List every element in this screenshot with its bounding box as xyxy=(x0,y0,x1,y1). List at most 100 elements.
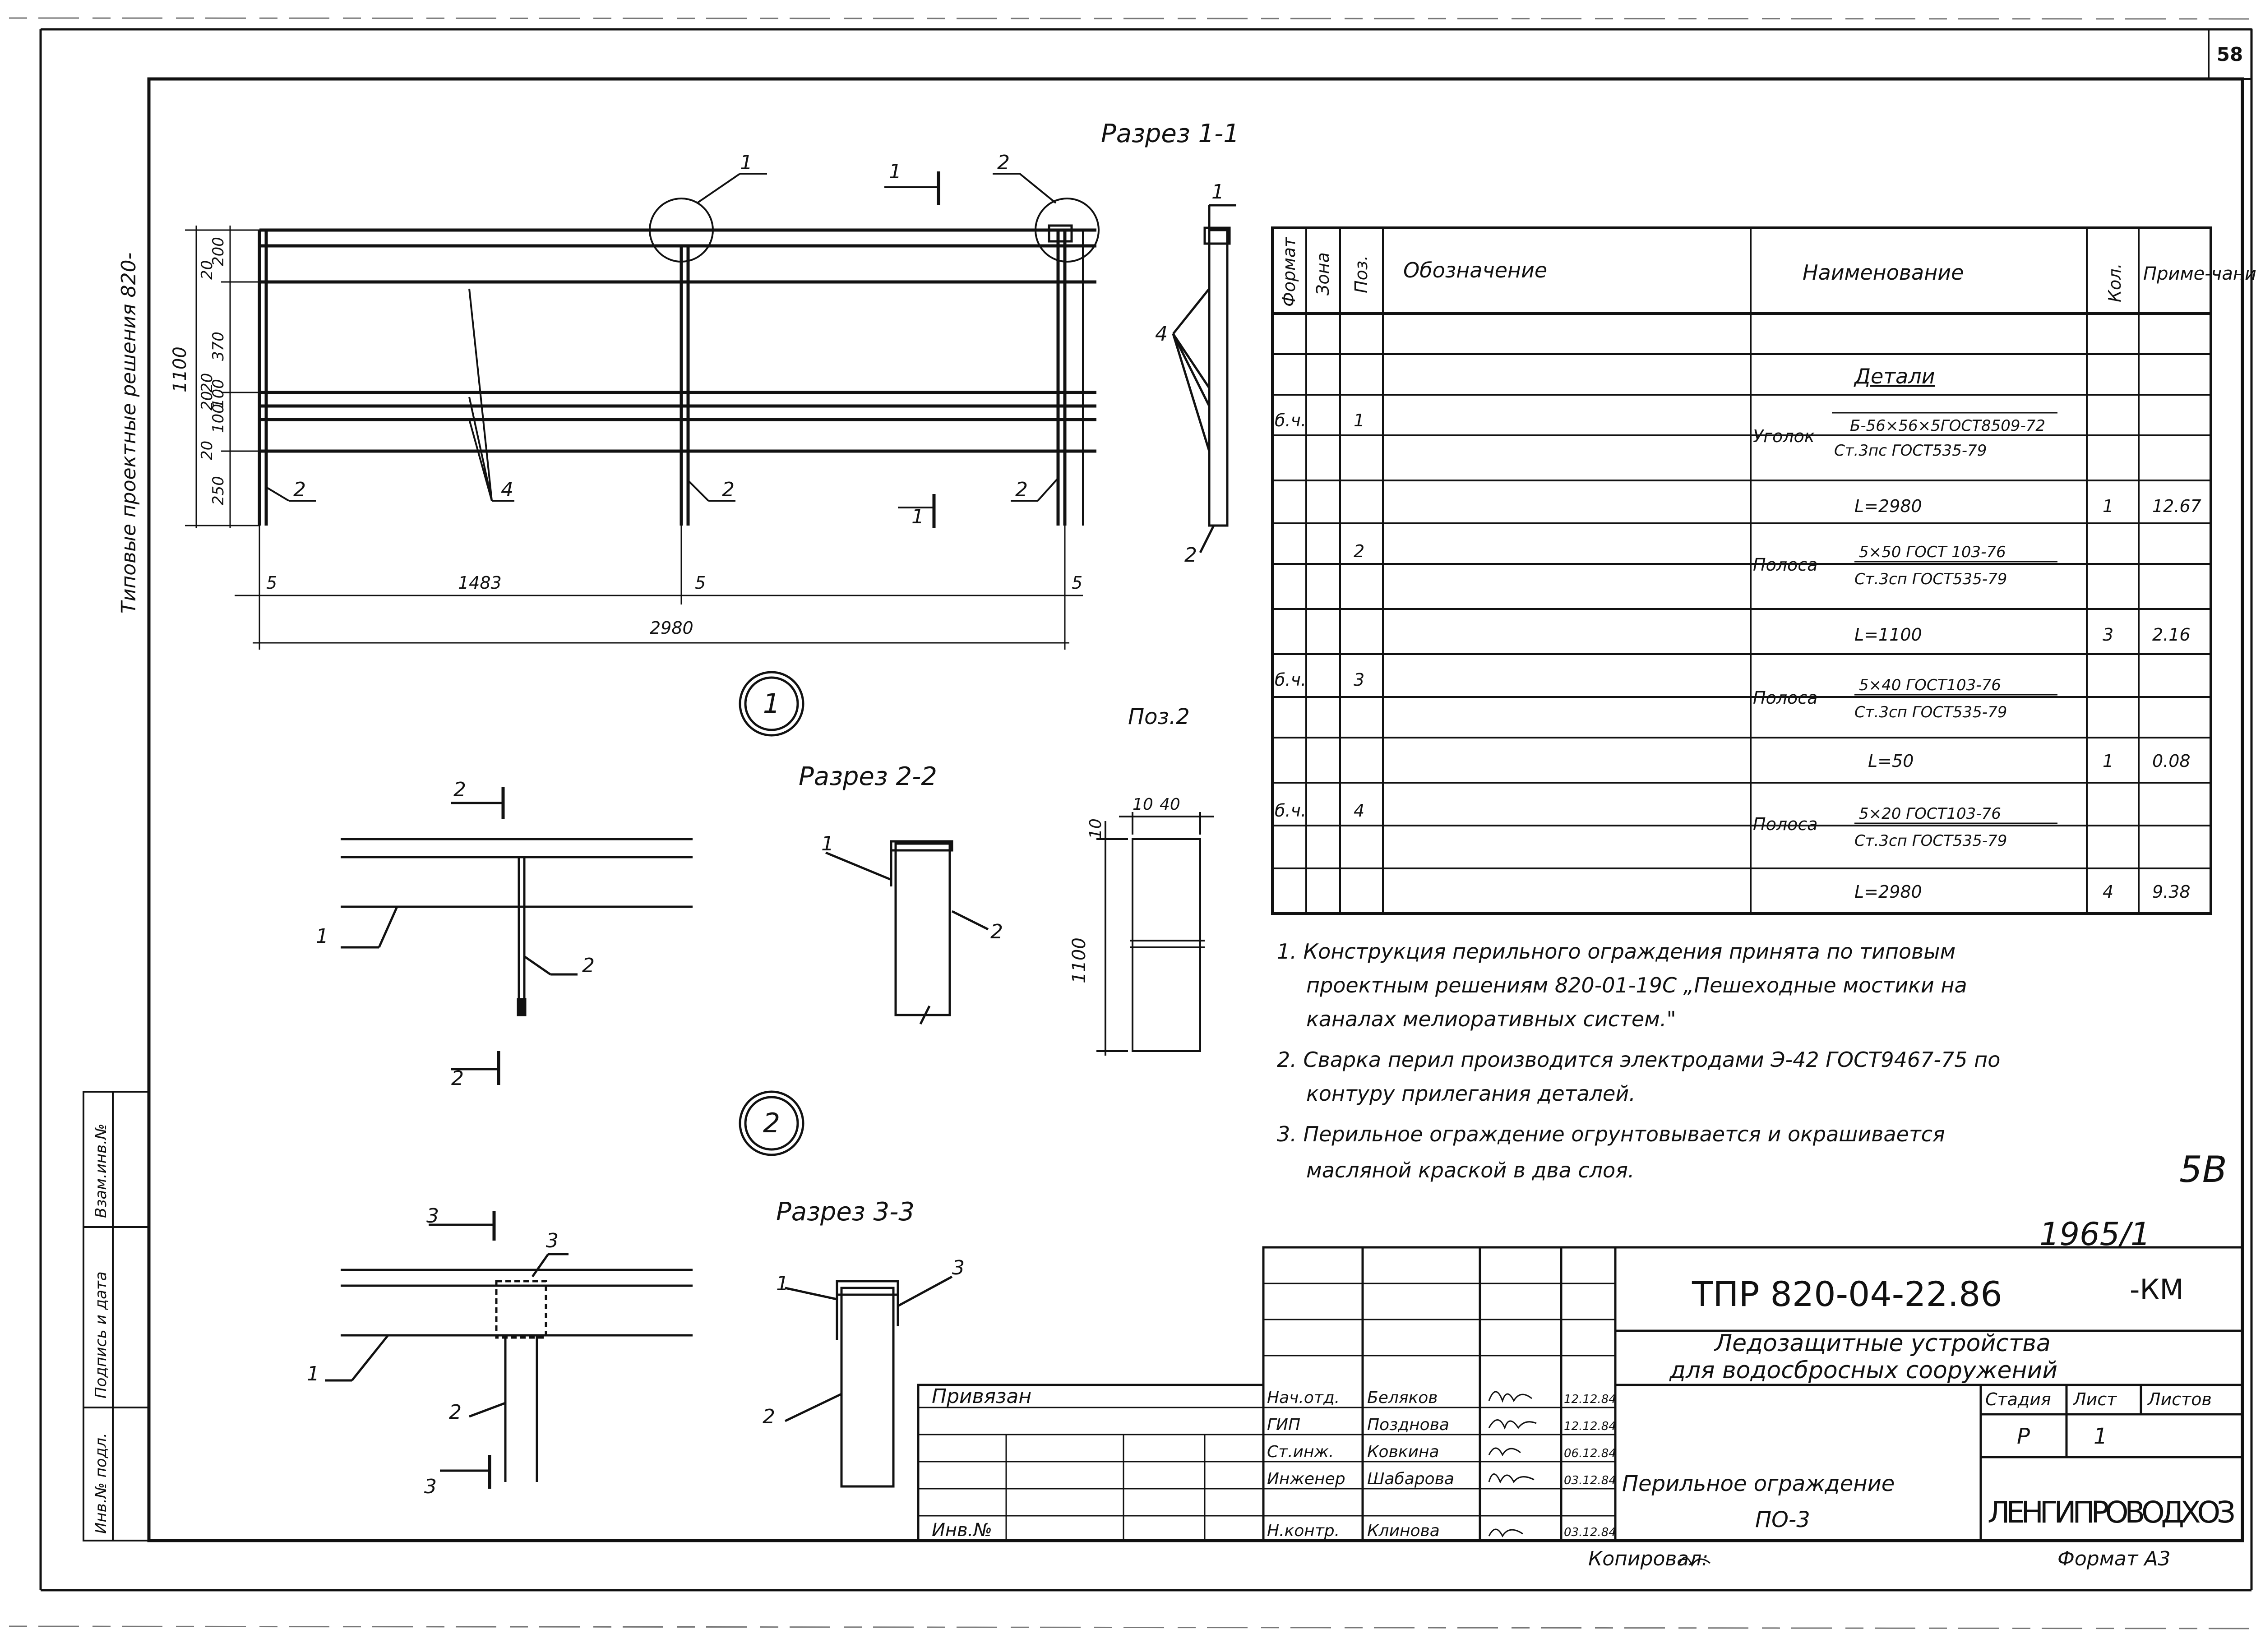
section-2-2-title: Разрез 2-2 xyxy=(799,762,937,791)
spec-section-title: Детали xyxy=(1854,364,1935,388)
svg-text:Ст.3сп ГОСТ535-79: Ст.3сп ГОСТ535-79 xyxy=(1854,703,2007,721)
spec-row-2: 2 Полоса 5×50 ГОСТ 103-76 Ст.3сп ГОСТ535… xyxy=(1354,541,2191,645)
svg-text:100: 100 xyxy=(209,404,227,433)
svg-text:Позднова: Позднова xyxy=(1367,1416,1449,1434)
side-label: Типовые проектные решения 820- xyxy=(117,253,140,614)
organization: ЛЕНГИПРОВОДХОЗ xyxy=(1988,1495,2236,1530)
svg-text:L=2980: L=2980 xyxy=(1854,882,1922,902)
svg-text:5×40 ГОСТ103-76: 5×40 ГОСТ103-76 xyxy=(1859,676,2001,694)
svg-text:20: 20 xyxy=(198,391,216,411)
section-1-1-vertical-dims xyxy=(185,226,259,528)
inv-label: Инв.№ xyxy=(932,1520,992,1541)
section-3-3-title: Разрез 3-3 xyxy=(776,1197,915,1227)
svg-text:Ст.3сп ГОСТ535-79: Ст.3сп ГОСТ535-79 xyxy=(1854,570,2007,588)
svg-text:Полоса: Полоса xyxy=(1753,814,1818,834)
svg-text:3: 3 xyxy=(2103,625,2113,645)
stamp-signature-date: Подпись и дата xyxy=(92,1271,110,1398)
header-name: Наименование xyxy=(1803,260,1964,285)
svg-text:250: 250 xyxy=(209,476,227,505)
section-2-2-profile-callout-2: 2 xyxy=(990,920,1003,943)
sheet-value: 1 xyxy=(2094,1424,2108,1449)
svg-text:12.67: 12.67 xyxy=(2152,496,2201,516)
svg-text:5×50 ГОСТ 103-76: 5×50 ГОСТ 103-76 xyxy=(1859,543,2006,561)
svg-text:12.12.84: 12.12.84 xyxy=(1564,1420,1616,1433)
project-title-line-2: для водосбросных сооружений xyxy=(1669,1357,2057,1384)
section-2-2-profile-callout-1: 1 xyxy=(821,832,834,855)
poz2-dim-40: 40 xyxy=(1160,795,1180,814)
svg-text:2: 2 xyxy=(722,478,735,501)
svg-text:L=1100: L=1100 xyxy=(1854,625,1922,645)
header-note: Приме-чание xyxy=(2143,263,2256,284)
svg-text:1: 1 xyxy=(1354,411,1364,430)
section-3-3-profile-callout-3: 3 xyxy=(952,1256,965,1279)
svg-text:1: 1 xyxy=(740,151,753,174)
svg-text:12.12.84: 12.12.84 xyxy=(1564,1393,1616,1406)
signature-scribbles xyxy=(1488,1391,1710,1567)
section-1-1-title: Разрез 1-1 xyxy=(1101,119,1239,148)
note-line-5: контуру прилегания деталей. xyxy=(1306,1081,1636,1106)
svg-text:1483: 1483 xyxy=(458,573,502,593)
svg-text:4: 4 xyxy=(501,478,513,501)
svg-text:9.38: 9.38 xyxy=(2152,882,2191,902)
spec-row-4: б.ч. 4 Полоса 5×20 ГОСТ103-76 Ст.3сп ГОС… xyxy=(1275,801,2191,902)
note-line-1: 1. Конструкция перильного ограждения при… xyxy=(1277,939,1956,964)
view-circle-1: 1 xyxy=(763,688,780,720)
svg-text:Полоса: Полоса xyxy=(1753,688,1818,708)
section-2-2-profile xyxy=(825,840,989,1025)
svg-text:Инженер: Инженер xyxy=(1267,1470,1345,1488)
stamp-replace-inv: Взам.инв.№ xyxy=(92,1124,110,1218)
section-2-2-callout-1: 1 xyxy=(316,925,328,948)
note-line-6: 3. Перильное ограждение огрунтовывается … xyxy=(1277,1122,1945,1146)
svg-text:Уголок: Уголок xyxy=(1753,426,1815,446)
railing-side-view xyxy=(1172,204,1236,554)
railing-elevation xyxy=(258,224,1096,526)
svg-text:Б-56×56×5ГОСТ8509-72: Б-56×56×5ГОСТ8509-72 xyxy=(1850,417,2045,435)
svg-text:L=50: L=50 xyxy=(1868,751,1914,771)
section-2-2-plan xyxy=(341,787,693,1085)
view-circle-2: 2 xyxy=(763,1107,780,1139)
svg-text:370: 370 xyxy=(209,332,227,361)
svg-text:20: 20 xyxy=(198,373,216,392)
title-block-grid xyxy=(917,1246,2244,1542)
linked-label: Привязан xyxy=(932,1385,1031,1408)
spec-row-3: б.ч. 3 Полоса 5×40 ГОСТ103-76 Ст.3сп ГОС… xyxy=(1275,670,2191,771)
svg-text:100: 100 xyxy=(209,379,227,408)
section-3-3-plan xyxy=(325,1211,693,1489)
drawing-code: ТПР 820-04-22.86 xyxy=(1692,1274,2002,1314)
section-2-2-callout-2: 2 xyxy=(582,954,595,977)
svg-text:4: 4 xyxy=(1354,801,1364,821)
sheets-label: Листов xyxy=(2147,1389,2212,1409)
header-pos: Поз. xyxy=(1351,255,1371,293)
svg-text:5: 5 xyxy=(1072,573,1082,593)
svg-text:Беляков: Беляков xyxy=(1367,1389,1438,1407)
svg-text:2: 2 xyxy=(997,151,1010,174)
svg-text:20: 20 xyxy=(198,441,216,460)
svg-text:1: 1 xyxy=(889,160,901,183)
svg-text:1: 1 xyxy=(2103,496,2113,516)
svg-text:03.12.84: 03.12.84 xyxy=(1564,1526,1616,1539)
svg-text:2: 2 xyxy=(1015,478,1028,501)
section-3-3-callout-3: 3 xyxy=(546,1229,559,1252)
sheet-number: 58 xyxy=(2217,43,2243,65)
side-view-callout-4: 4 xyxy=(1155,323,1168,346)
svg-text:Ст.3сп ГОСТ535-79: Ст.3сп ГОСТ535-79 xyxy=(1854,832,2007,850)
header-zone: Зона xyxy=(1313,252,1333,295)
svg-text:б.ч.: б.ч. xyxy=(1275,801,1306,821)
svg-text:б.ч.: б.ч. xyxy=(1275,411,1306,430)
svg-text:L=2980: L=2980 xyxy=(1854,496,1922,516)
stage-value: Р xyxy=(2017,1424,2030,1449)
svg-text:2980: 2980 xyxy=(650,618,693,638)
poz2-dim-1100: 1100 xyxy=(1069,937,1090,983)
note-line-2: проектным решениям 820-01-19С „Пешеходны… xyxy=(1306,973,1967,997)
svg-text:5×20 ГОСТ103-76: 5×20 ГОСТ103-76 xyxy=(1859,805,2001,823)
drawing-mark: ПО-3 xyxy=(1755,1507,1810,1532)
section-3-3-callout-2: 2 xyxy=(449,1401,462,1424)
header-format: Формат xyxy=(1279,236,1299,307)
svg-text:Нач.отд.: Нач.отд. xyxy=(1267,1389,1340,1407)
left-stamp xyxy=(83,1091,150,1541)
section-3-3-profile-callout-2: 2 xyxy=(763,1405,775,1428)
svg-text:2.16: 2.16 xyxy=(2152,625,2191,645)
svg-text:3: 3 xyxy=(1354,670,1364,690)
stamp-5b: 5В xyxy=(2179,1149,2227,1191)
